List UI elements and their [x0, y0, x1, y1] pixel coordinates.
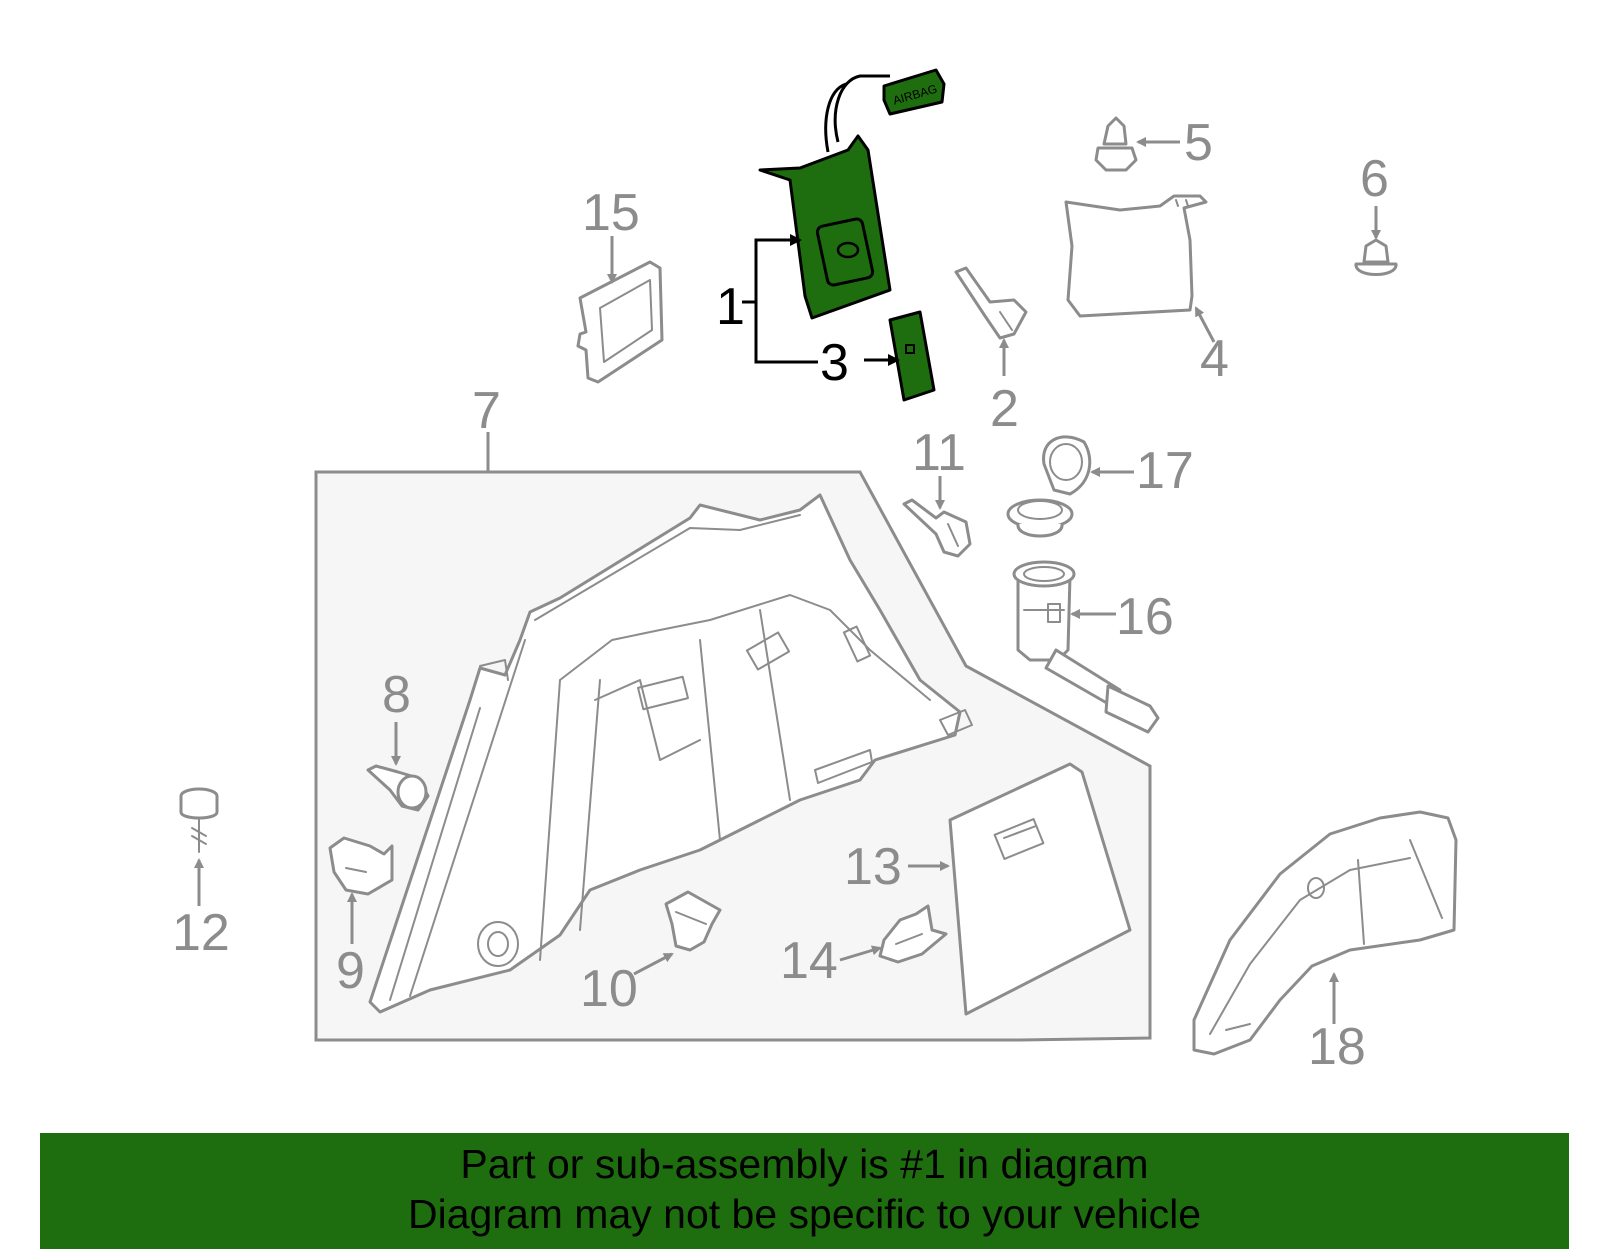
- callout-9: 9: [336, 942, 365, 1000]
- part-16-power-outlet[interactable]: [1012, 560, 1160, 734]
- part-10-clip[interactable]: [633, 890, 722, 976]
- callout-17: 17: [1136, 442, 1194, 500]
- callout-3: 3: [820, 334, 849, 392]
- parts-diagram: AIRBAG: [172, 68, 1458, 1076]
- part-5-clip[interactable]: [1094, 116, 1180, 172]
- part-1-pillar-trim[interactable]: AIRBAG: [758, 68, 946, 320]
- callout-1-bracket: [742, 234, 900, 366]
- callout-13: 13: [844, 838, 902, 896]
- callout-4: 4: [1200, 330, 1229, 388]
- callout-6: 6: [1360, 150, 1389, 208]
- banner-line-2: Diagram may not be specific to your vehi…: [407, 1191, 1201, 1237]
- callout-14: 14: [780, 932, 838, 990]
- callout-7: 7: [472, 382, 501, 440]
- part-8-clip[interactable]: [366, 722, 430, 812]
- callout-2: 2: [990, 380, 1019, 438]
- part-12-bolt[interactable]: [179, 787, 219, 906]
- callout-8: 8: [382, 666, 411, 724]
- part-9-clip[interactable]: [328, 836, 394, 944]
- part-4-trim-piece[interactable]: [1064, 194, 1216, 343]
- part-17-cup-lid[interactable]: [1006, 435, 1134, 538]
- part-14-clip[interactable]: [839, 904, 948, 964]
- banner-line-1: Part or sub-assembly is #1 in diagram: [460, 1141, 1149, 1187]
- callout-1: 1: [716, 278, 745, 336]
- part-3-label-plate[interactable]: [888, 310, 936, 402]
- callout-18: 18: [1308, 1018, 1366, 1076]
- callout-12: 12: [172, 904, 230, 962]
- part-18-wheelhouse-liner[interactable]: [1192, 810, 1458, 1056]
- callout-5: 5: [1184, 114, 1213, 172]
- callout-10: 10: [580, 960, 638, 1018]
- part-15-bracket[interactable]: [576, 236, 664, 384]
- callout-11: 11: [912, 424, 966, 482]
- part-6-push-clip[interactable]: [1354, 206, 1398, 276]
- callout-15: 15: [582, 184, 640, 242]
- part-2-clip[interactable]: [954, 266, 1028, 376]
- info-banner: Part or sub-assembly is #1 in diagram Di…: [40, 1133, 1569, 1249]
- part-7-quarter-trim-panel[interactable]: [368, 493, 973, 1014]
- part-11-clip[interactable]: [902, 476, 972, 558]
- callout-16: 16: [1116, 588, 1174, 646]
- part-13-cover-panel[interactable]: [908, 762, 1132, 1016]
